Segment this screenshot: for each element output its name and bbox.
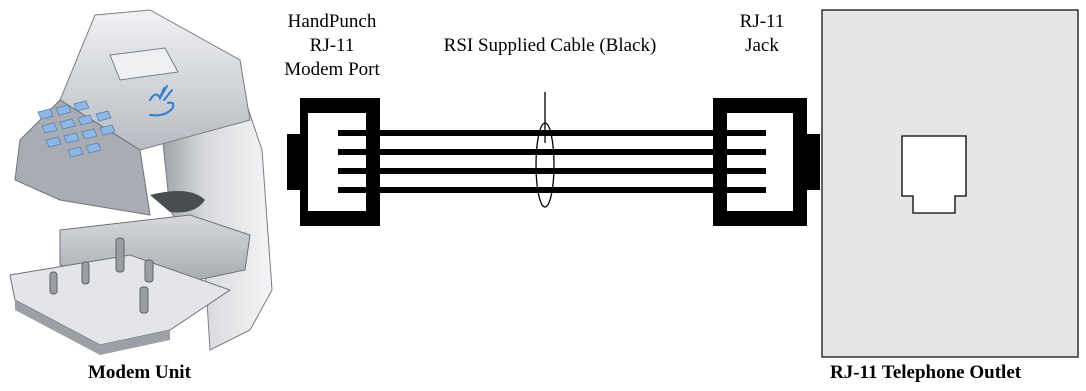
handpunch-label-line1: HandPunch bbox=[287, 11, 377, 32]
cable-conductor-3 bbox=[338, 168, 766, 174]
outlet-socket-icon bbox=[901, 135, 967, 214]
rj11-telephone-outlet bbox=[821, 9, 1079, 358]
cable-conductor-1 bbox=[338, 130, 766, 136]
cable-conductor-2 bbox=[338, 149, 766, 155]
cable-bundle-marker bbox=[535, 92, 555, 208]
keypad-icon bbox=[37, 100, 116, 158]
cable-label: RSI Supplied Cable (Black) bbox=[443, 35, 657, 56]
jack-label-line1: RJ-11 bbox=[739, 11, 785, 32]
handpunch-label-line2: RJ-11 bbox=[309, 35, 355, 56]
hand-logo-icon bbox=[149, 85, 175, 117]
handpunch-rj11-port bbox=[287, 98, 380, 226]
guide-pegs bbox=[49, 237, 154, 314]
rj11-jack bbox=[713, 98, 820, 226]
modem-unit-caption: Modem Unit bbox=[88, 362, 191, 383]
telephone-outlet-caption: RJ-11 Telephone Outlet bbox=[830, 362, 1022, 383]
handpunch-port-label: HandPunch RJ-11 Modem Port bbox=[262, 10, 402, 82]
handpunch-label-line3: Modem Port bbox=[284, 59, 380, 80]
modem-unit-device bbox=[9, 9, 273, 355]
jack-label-line2: Jack bbox=[745, 35, 779, 56]
jack-label: RJ-11 Jack bbox=[722, 10, 802, 58]
